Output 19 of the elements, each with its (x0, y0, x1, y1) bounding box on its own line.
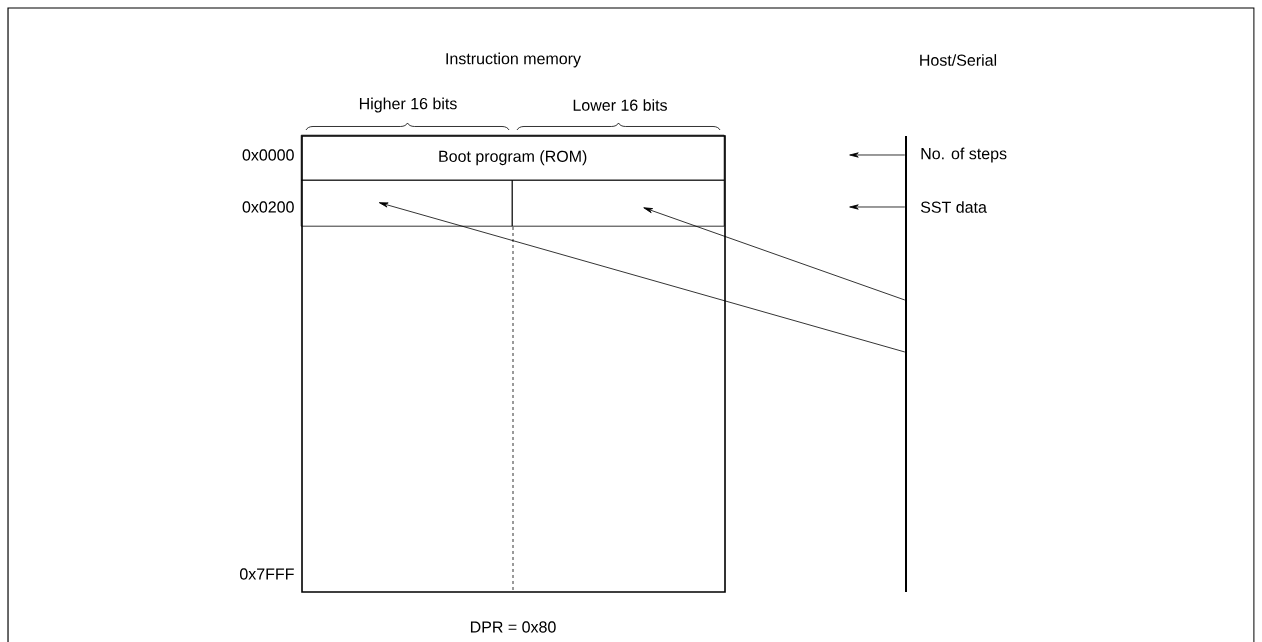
arrow (849, 152, 906, 158)
host-line (905, 136, 907, 592)
brace-label: Lower 16 bits (573, 99, 667, 111)
address-label: 0x0200 (242, 201, 294, 213)
register-note: DPR = 0x80 (470, 621, 556, 633)
edge-label: No. of steps (918, 145, 1010, 165)
memory-row: Boot program (ROM) (300, 134, 725, 181)
address-label: 0x0000 (242, 149, 294, 161)
heading: Instruction memory (446, 52, 581, 68)
arrow (849, 204, 906, 210)
arrow (378, 202, 906, 353)
address-label: 0x7FFF (240, 568, 294, 580)
memory-block (301, 135, 726, 593)
memory-cell (300, 179, 513, 227)
memory-cell (511, 179, 725, 227)
heading: Host/Serial (920, 54, 997, 66)
edge-label: SST data (918, 199, 989, 215)
brace-label: Higher 16 bits (359, 97, 457, 113)
arrow (643, 207, 906, 301)
